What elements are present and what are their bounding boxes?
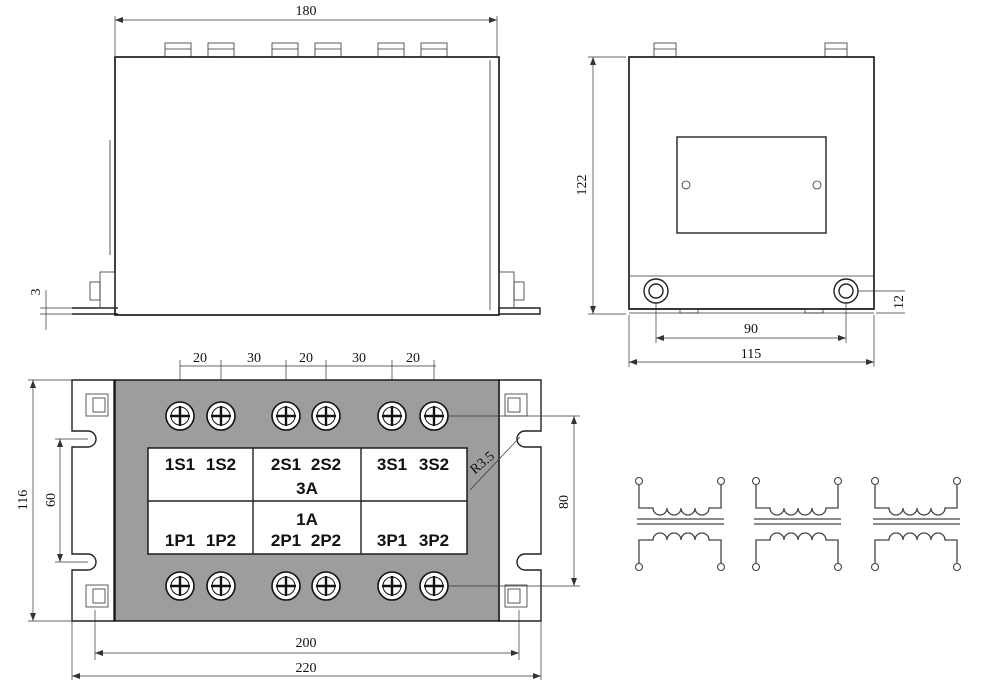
label-2p2: 2P2: [311, 531, 341, 550]
label-3s1: 3S1: [377, 455, 407, 474]
screw-row-top: [165, 401, 449, 431]
label-2s1: 2S1: [271, 455, 301, 474]
dim-60: 60: [44, 493, 59, 507]
dim-20b: 20: [299, 351, 313, 366]
dim-180: 180: [296, 4, 317, 19]
label-1a: 1A: [296, 510, 318, 529]
dim-20a: 20: [193, 351, 207, 366]
dim-30b: 30: [352, 351, 366, 366]
label-1p2: 1P2: [206, 531, 236, 550]
dim-80: 80: [557, 495, 572, 509]
side-view: 122 12 90 115: [575, 42, 907, 367]
label-2s2: 2S2: [311, 455, 341, 474]
label-1p1: 1P1: [165, 531, 195, 550]
plan-view: 20 30 20 30 20: [16, 351, 580, 680]
winding-1: [634, 476, 726, 572]
winding-2: [751, 476, 843, 572]
winding-3: [870, 476, 962, 572]
label-1s2: 1S2: [206, 455, 236, 474]
dim-12: 12: [892, 295, 907, 309]
label-3p2: 3P2: [419, 531, 449, 550]
dim-200: 200: [296, 636, 317, 651]
screw-row-bottom: [165, 571, 449, 601]
side-body: [628, 56, 875, 310]
dim-115: 115: [741, 347, 761, 362]
top-terminals: [164, 42, 448, 58]
label-3p1: 3P1: [377, 531, 407, 550]
dim-220: 220: [296, 661, 317, 676]
transformer-schematic: [634, 476, 962, 572]
label-3a: 3A: [296, 479, 318, 498]
dim-122: 122: [575, 175, 590, 196]
dim-116: 116: [16, 490, 31, 510]
nameplate: [676, 136, 827, 234]
label-3s2: 3S2: [419, 455, 449, 474]
label-1s1: 1S1: [165, 455, 195, 474]
dim-3: 3: [29, 289, 44, 296]
dim-30a: 30: [247, 351, 261, 366]
label-2p1: 2P1: [271, 531, 301, 550]
dim-90: 90: [744, 322, 758, 337]
dim-20c: 20: [406, 351, 420, 366]
front-view: 180 3: [29, 4, 541, 330]
front-body: [114, 56, 500, 316]
